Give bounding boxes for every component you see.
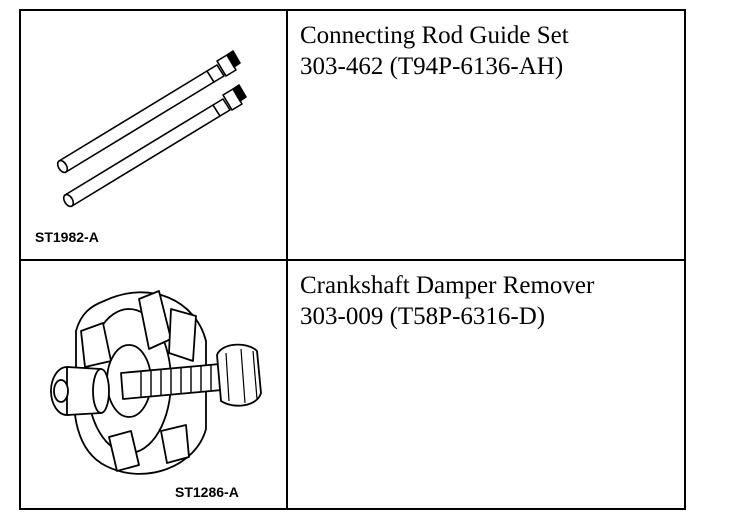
tool-name: Connecting Rod Guide Set <box>300 22 569 49</box>
tool-name: Crankshaft Damper Remover <box>300 272 595 299</box>
crankshaft-damper-remover-illustration <box>50 290 262 475</box>
tool-description-cell: Crankshaft Damper Remover 303-009 (T58P-… <box>288 261 684 508</box>
tool-table: ST1982-A Connecting Rod Guide Set 303-46… <box>19 9 686 510</box>
tool-illustration-cell: ST1286-A <box>21 261 288 508</box>
tool-number: 303-462 (T94P-6136-AH) <box>300 53 564 80</box>
tool-number: 303-009 (T58P-6316-D) <box>300 303 546 330</box>
tool-illustration-cell: ST1982-A <box>21 11 288 259</box>
connecting-rod-guides-illustration <box>56 50 247 208</box>
tool-description-cell: Connecting Rod Guide Set 303-462 (T94P-6… <box>288 11 684 259</box>
tool-row: ST1982-A Connecting Rod Guide Set 303-46… <box>21 11 684 261</box>
tool-row: ST1286-A Crankshaft Damper Remover 303-0… <box>21 261 684 508</box>
illustration-code: ST1982-A <box>35 229 99 245</box>
illustration-code: ST1286-A <box>175 484 239 500</box>
